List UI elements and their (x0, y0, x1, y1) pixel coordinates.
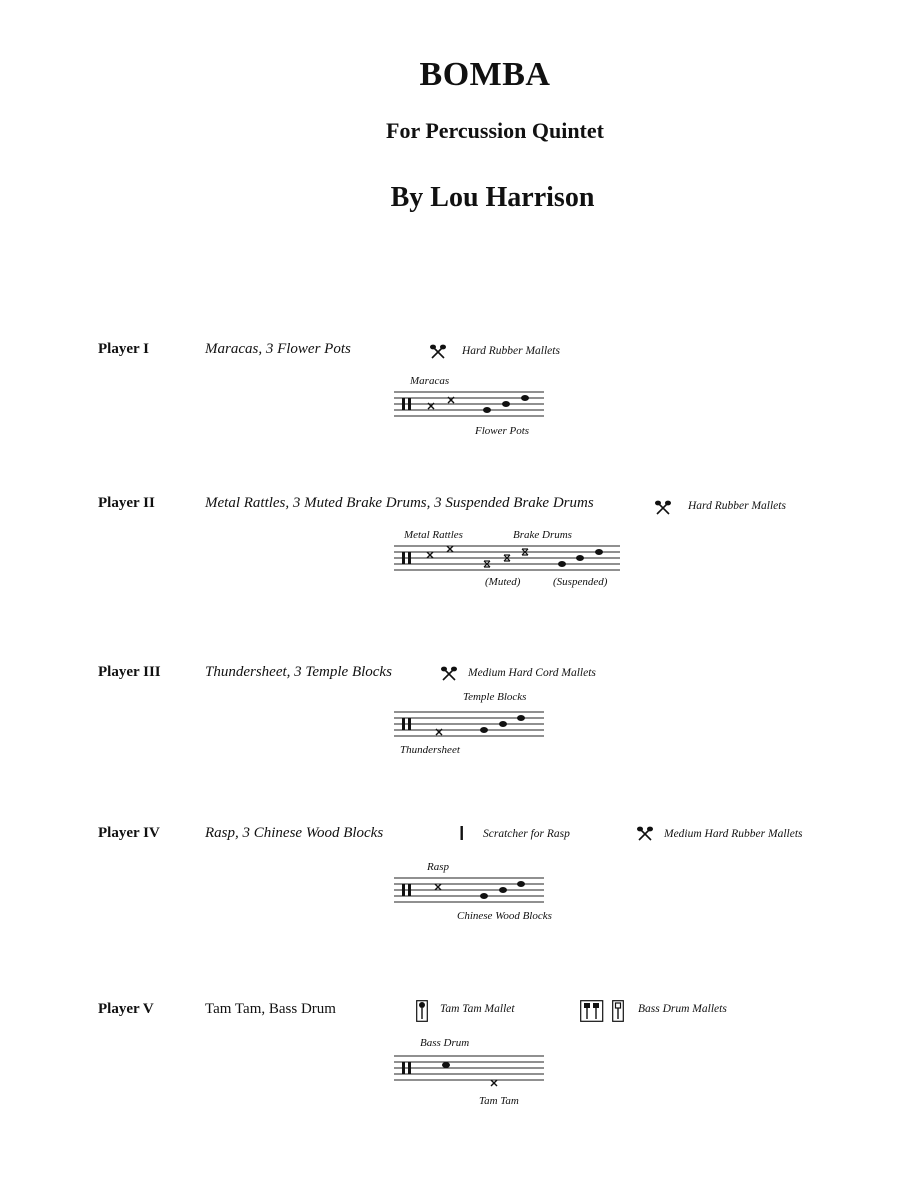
staff-label-brake-drums: Brake Drums (513, 529, 572, 541)
instrument-staff (394, 545, 620, 571)
instrument-list: Rasp, 3 Chinese Wood Blocks (205, 825, 384, 841)
staff-label-suspended: (Suspended) (553, 576, 608, 588)
staff-label-flower-pots: Flower Pots (475, 425, 530, 437)
staff-label-tam-tam: Tam Tam (479, 1095, 519, 1107)
staff-label-bass-drum: Bass Drum (420, 1037, 470, 1049)
page-title: BOMBA (419, 56, 551, 93)
staff-label-muted: (Muted) (485, 576, 521, 588)
mallet-description: Hard Rubber Mallets (688, 500, 786, 512)
scratcher-icon (460, 826, 463, 840)
player-label: Player I (98, 341, 149, 357)
instrument-staff (394, 1055, 544, 1087)
page-subtitle: For Percussion Quintet (386, 118, 604, 143)
crossed-mallets-icon (655, 500, 671, 515)
mallet-description: Bass Drum Mallets (638, 1003, 727, 1015)
crossed-mallets-icon (637, 826, 653, 841)
player-label: Player II (98, 495, 155, 511)
player-label: Player IV (98, 825, 160, 841)
instrument-list: Maracas, 3 Flower Pots (205, 341, 351, 357)
instrument-staff (394, 391, 544, 417)
instrument-list: Thundersheet, 3 Temple Blocks (205, 664, 392, 680)
bass-drum-mallets-icon (580, 1000, 624, 1022)
instrument-staff (394, 877, 544, 903)
mallet-description: Medium Hard Cord Mallets (468, 667, 596, 679)
mallet-description: Hard Rubber Mallets (462, 345, 560, 357)
mallet-description: Tam Tam Mallet (440, 1003, 515, 1015)
composer-credit: By Lou Harrison (390, 182, 595, 213)
instrument-list: Metal Rattles, 3 Muted Brake Drums, 3 Su… (205, 495, 594, 511)
mallet-description: Scratcher for Rasp (483, 828, 570, 840)
staff-label-rasp: Rasp (427, 861, 449, 873)
staff-label-metal-rattles: Metal Rattles (404, 529, 463, 541)
tam-tam-mallet-icon (416, 1000, 428, 1022)
instrument-list: Tam Tam, Bass Drum (205, 1001, 336, 1017)
mallet-description: Medium Hard Rubber Mallets (664, 828, 803, 840)
crossed-mallets-icon (430, 344, 446, 359)
staff-label-chinese-wood-blocks: Chinese Wood Blocks (457, 910, 552, 922)
staff-label-thundersheet: Thundersheet (400, 744, 460, 756)
crossed-mallets-icon (441, 666, 457, 681)
player-label: Player III (98, 664, 161, 680)
staff-label-temple-blocks: Temple Blocks (463, 691, 527, 703)
instrument-staff (394, 711, 544, 737)
staff-label-maracas: Maracas (410, 375, 450, 387)
player-label: Player V (98, 1001, 154, 1017)
